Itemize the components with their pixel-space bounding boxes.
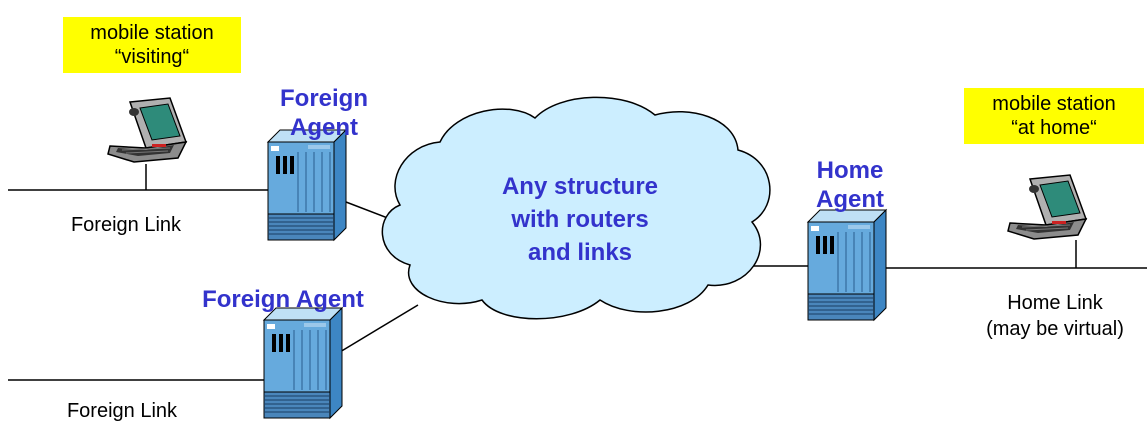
note-visiting-line2: “visiting“ [114, 46, 190, 68]
foreign-agent-top-line1: Foreign [280, 85, 368, 112]
foreign-agent-top-label: Foreign Agent [264, 84, 384, 142]
home-agent-label: Home Agent [800, 156, 900, 214]
laptop-icon-home [1007, 174, 1087, 240]
foreign-agent-bottom-label: Foreign Agent [178, 285, 388, 314]
cloud-label: Any structure with routers and links [480, 170, 680, 269]
foreign-agent-bottom-to-cloud [329, 304, 419, 359]
cloud-line1: Any structure [501, 173, 659, 200]
note-at-home-line1: mobile station [992, 93, 1116, 115]
note-at-home-line2: “at home“ [1011, 117, 1097, 139]
foreign-link-bottom-text: Foreign Link [66, 400, 178, 422]
laptop-icon-visiting [107, 97, 187, 163]
cloud-shape [381, 96, 771, 320]
foreign-agent-top-line2: Agent [290, 114, 358, 141]
home-link-label: Home Link (may be virtual) [970, 290, 1140, 342]
foreign-link-top-label: Foreign Link [46, 212, 206, 238]
note-at-home: mobile station “at home“ [964, 88, 1144, 144]
router-icon-foreign-bottom [263, 307, 343, 419]
home-link-line1: Home Link [1007, 292, 1103, 314]
note-visiting-line1: mobile station [90, 22, 214, 44]
router-icon-foreign-top [267, 129, 347, 241]
foreign-link-top-text: Foreign Link [70, 214, 182, 236]
home-agent-line2: Agent [816, 186, 884, 213]
foreign-link-bottom-label: Foreign Link [42, 398, 202, 424]
router-icon-home [807, 209, 887, 321]
home-agent-line1: Home [816, 157, 884, 184]
home-link-line2: (may be virtual) [986, 318, 1124, 340]
cloud-line2: with routers [511, 206, 649, 233]
note-visiting: mobile station “visiting“ [63, 17, 241, 73]
cloud-line3: and links [527, 239, 633, 266]
foreign-agent-bottom-line1: Foreign Agent [202, 286, 364, 313]
